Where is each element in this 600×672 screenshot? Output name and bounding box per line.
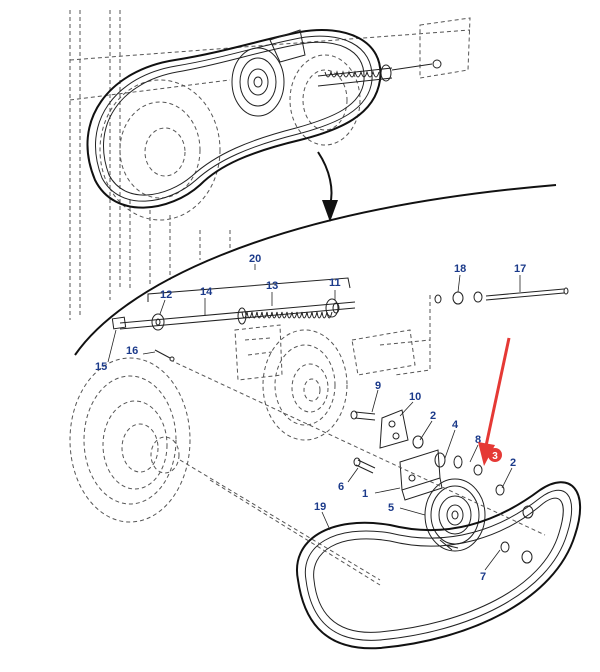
bolt-9 [350,410,376,421]
callout-12: 12 [160,289,172,301]
callout-6: 6 [338,481,344,493]
nut-and-washer-18 [434,291,483,305]
callout-19: 19 [314,501,326,513]
callout-10: 10 [409,391,421,403]
upper-idler-pulley [231,29,306,117]
highlight-badge-text: 3 [492,451,498,462]
callout-14: 14 [200,286,213,298]
upper-belt [86,29,382,209]
callout-13: 13 [266,280,278,292]
callout-17: 17 [514,263,526,275]
bolt-6 [353,457,376,474]
callout-11: 11 [329,277,341,289]
callout-2-upper: 2 [430,410,436,422]
upper-inset-context [69,10,471,320]
section-pointer-arrow [317,151,338,222]
callout-2-lower: 2 [510,457,516,469]
upper-spring-assembly [317,59,442,87]
nut-7 [500,541,533,564]
v-belt-19 [295,481,581,650]
tension-rod [111,301,356,331]
pin-16 [154,349,175,362]
spring-assembly-bracket [147,277,351,302]
highlight-arrow [478,337,511,466]
long-bolt-17 [485,287,569,301]
callout-7: 7 [480,571,486,583]
callout-5: 5 [388,502,394,514]
tension-spring [237,298,340,325]
mounting-bracket [234,324,283,381]
callout-4: 4 [452,419,459,431]
center-lines [169,359,546,586]
highlight-badge: 3 [488,448,502,462]
callout-15: 15 [95,361,107,373]
callout-labels: 20 18 17 12 14 13 11 15 16 9 10 2 4 8 2 … [95,253,526,583]
large-drive-pulley [69,357,191,523]
callout-20: 20 [249,253,261,265]
callout-9: 9 [375,380,381,392]
driven-pulley [262,329,348,441]
callout-8: 8 [475,434,481,446]
callout-1: 1 [362,488,368,500]
callout-16: 16 [126,345,138,357]
tensioner-linkage [351,295,431,376]
idler-arm-10 [379,409,409,449]
section-divider-curve [74,184,557,356]
callout-18: 18 [454,263,466,275]
leader-lines [107,264,521,571]
